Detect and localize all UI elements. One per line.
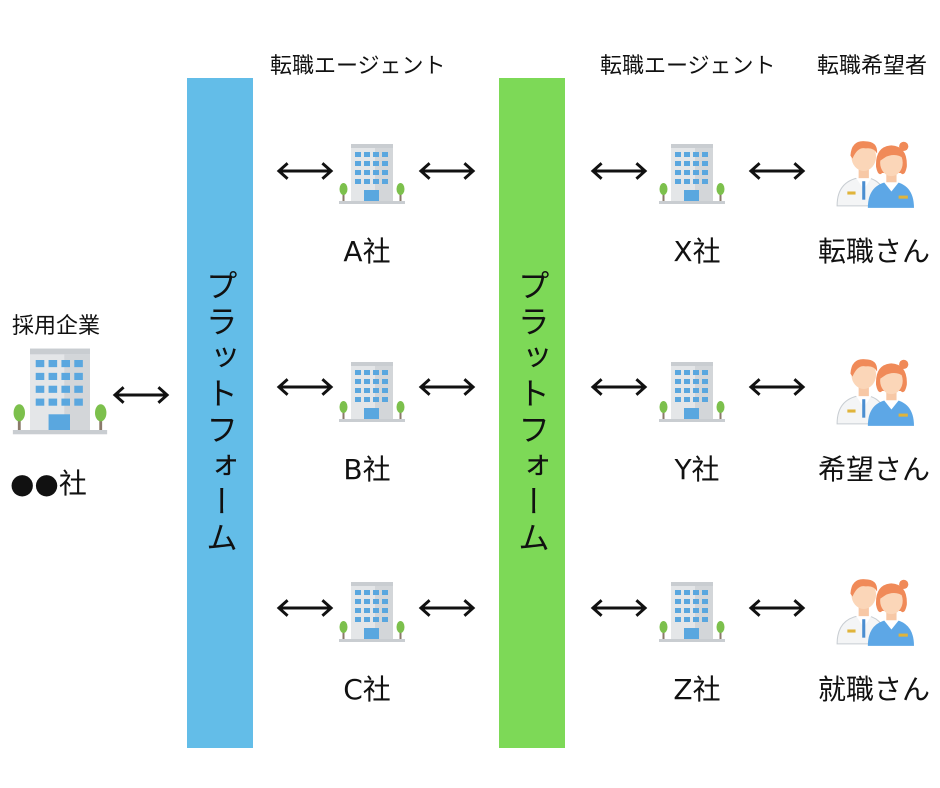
header-agent-col1: 転職エージェント [270,54,446,79]
people-icon [833,574,915,646]
building-icon [657,138,727,208]
double-arrow-icon [590,161,648,181]
building-icon [10,340,110,440]
double-arrow-icon [748,161,806,181]
double-arrow-icon [590,598,648,618]
double-arrow-icon [748,598,806,618]
agent-right-name: Y社 [674,453,720,486]
double-arrow-icon [418,161,476,181]
double-arrow-icon [276,161,334,181]
platform-bar-2: プラットフォーム [499,78,565,748]
building-icon [657,356,727,426]
agent-left-name: C社 [343,673,391,706]
building-icon [337,576,407,646]
platform-bar-1: プラットフォーム [187,78,253,748]
seeker-name: 就職さん [817,673,930,706]
double-arrow-icon [418,377,476,397]
double-arrow-icon [112,385,170,405]
agent-right-name: Z社 [673,673,721,706]
double-arrow-icon [590,377,648,397]
people-icon [833,354,915,426]
double-arrow-icon [748,377,806,397]
people-icon [833,136,915,208]
agent-right-name: X社 [673,235,721,268]
header-seekers: 転職希望者 [817,54,928,79]
seeker-name: 希望さん [817,453,930,486]
platform-label-2: プラットフォーム [513,269,551,557]
employer-name: ●●社 [10,467,87,500]
seeker-name: 転職さん [817,235,930,268]
building-icon [657,576,727,646]
header-agent-col2: 転職エージェント [600,54,776,79]
building-icon [337,356,407,426]
agent-left-name: B社 [343,453,391,486]
agent-left-name: A社 [343,235,391,268]
building-icon [337,138,407,208]
double-arrow-icon [276,598,334,618]
header-employer: 採用企業 [12,314,101,339]
platform-label-1: プラットフォーム [201,269,239,557]
double-arrow-icon [276,377,334,397]
double-arrow-icon [418,598,476,618]
